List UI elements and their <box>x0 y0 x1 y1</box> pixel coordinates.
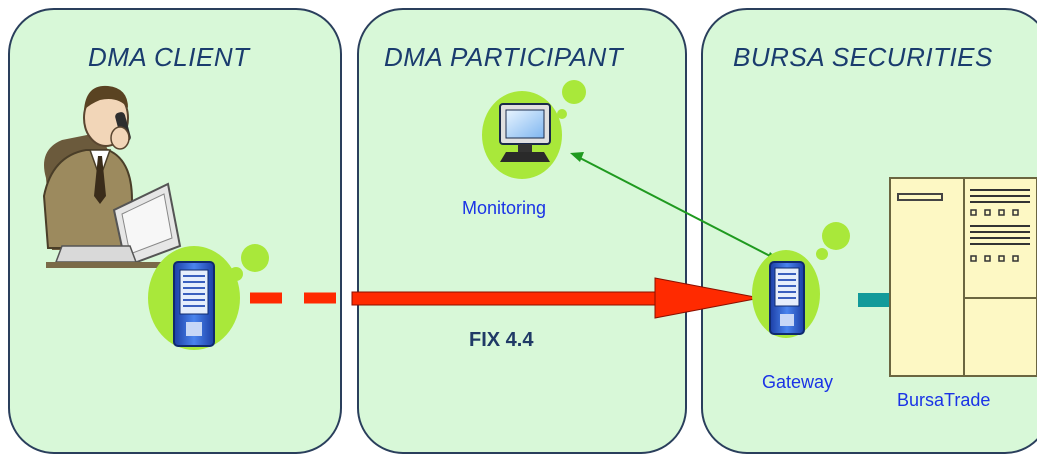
zone-title-dma-participant: DMA PARTICIPANT <box>384 42 624 72</box>
diagram-graphics <box>42 80 1037 377</box>
zone-dma-participant <box>357 8 687 454</box>
gateway-label: Gateway <box>762 372 834 392</box>
monitoring-label: Monitoring <box>462 198 547 218</box>
fix-connection-arrow <box>250 277 761 319</box>
fix-protocol-label: FIX 4.4 <box>469 329 534 351</box>
gateway-server-icon <box>752 222 850 338</box>
monitor-icon <box>482 80 586 179</box>
bursatrade-label: BursaTrade <box>897 390 991 410</box>
client-server-icon <box>148 244 269 350</box>
businessman-at-computer-icon <box>42 85 186 268</box>
gateway-connector <box>858 293 894 307</box>
zone-title-dma-client: DMA CLIENT <box>88 42 250 72</box>
monitoring-link-arrow <box>570 152 780 262</box>
mainframe-icon <box>889 177 1037 377</box>
zone-title-bursa-securities: BURSA SECURITIES <box>733 42 993 72</box>
